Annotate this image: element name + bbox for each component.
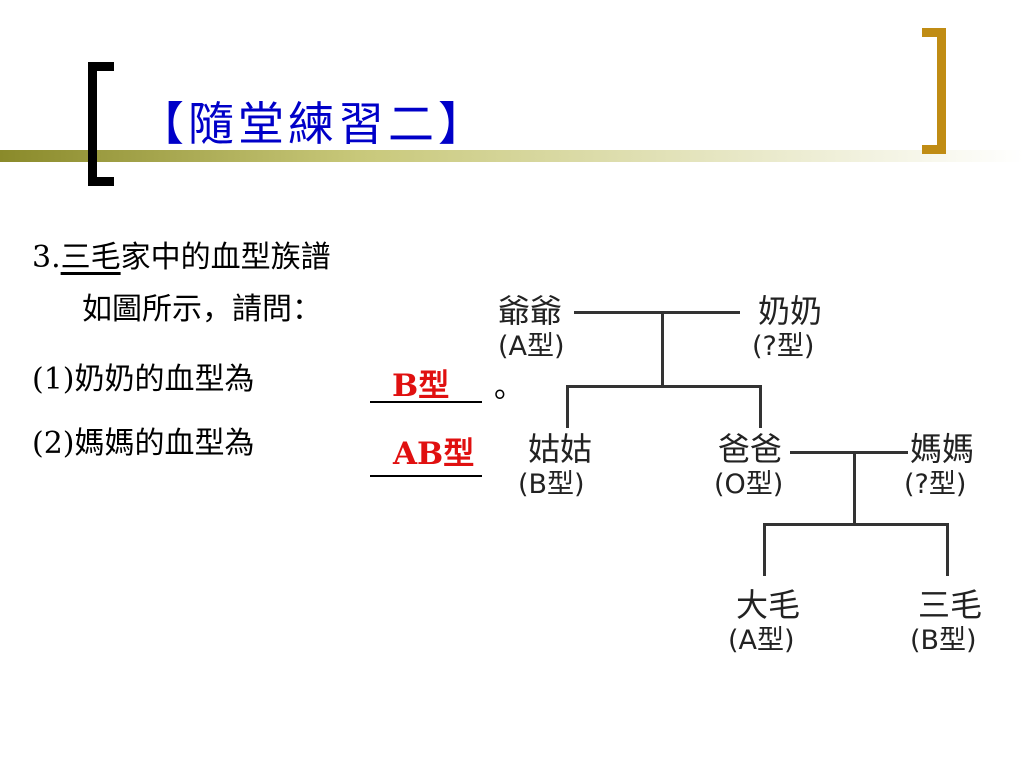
son1-link (763, 523, 766, 576)
dad-blood: (O型) (714, 469, 784, 500)
mom-blood: (?型) (904, 469, 967, 500)
aunt-link (566, 385, 569, 428)
trailing-mark: 。 (494, 370, 524, 405)
grandparents-marriage-line (574, 311, 740, 314)
grandpa-name: 爺爺 (498, 292, 563, 330)
answer-blank-2 (370, 475, 482, 477)
son1-blood: (A型) (728, 625, 795, 656)
dad-name: 爸爸 (718, 430, 783, 468)
parents-descent-line (853, 451, 856, 525)
siblings-line (566, 385, 762, 388)
grandma-node: 奶奶 (?型) (752, 292, 822, 364)
grandma-name: 奶奶 (758, 292, 823, 330)
dad-link (759, 385, 762, 428)
children-line (763, 523, 949, 526)
divider-line (0, 150, 1024, 162)
son2-blood: (B型) (910, 625, 977, 656)
answer-1: B型 (392, 368, 450, 404)
sub-question-1: (1)奶奶的血型為 (32, 362, 255, 397)
student-name: 三毛 (60, 240, 121, 275)
grandpa-blood: (A型) (498, 331, 565, 362)
grandma-blood: (?型) (752, 331, 815, 362)
question-line-1: 3.三毛家中的血型族譜 (32, 240, 331, 276)
answer-2: AB型 (393, 436, 475, 472)
question-number: 3. (32, 240, 61, 275)
mom-node: 媽媽 (?型) (904, 430, 974, 502)
sub-question-2: (2)媽媽的血型為 (32, 426, 255, 461)
son2-name: 三毛 (918, 586, 983, 624)
aunt-node: 姑姑 (B型) (518, 430, 592, 502)
dad-node: 爸爸 (O型) (714, 430, 783, 502)
parents-marriage-line (790, 451, 908, 454)
grandpa-node: 爺爺 (A型) (498, 292, 565, 364)
slide-title: 【隨堂練習二】 (138, 97, 488, 151)
son1-node: 大毛 (A型) (728, 586, 800, 658)
son1-name: 大毛 (736, 586, 801, 624)
question-line-2: 如圖所示，請問： (82, 292, 322, 327)
son2-node: 三毛 (B型) (910, 586, 982, 658)
aunt-name: 姑姑 (528, 430, 593, 468)
answer-blank-1 (370, 401, 482, 403)
grandparents-descent-line (661, 311, 664, 387)
mom-name: 媽媽 (910, 430, 975, 468)
aunt-blood: (B型) (518, 469, 585, 500)
question-text-1: 家中的血型族譜 (120, 240, 331, 275)
son2-link (946, 523, 949, 576)
